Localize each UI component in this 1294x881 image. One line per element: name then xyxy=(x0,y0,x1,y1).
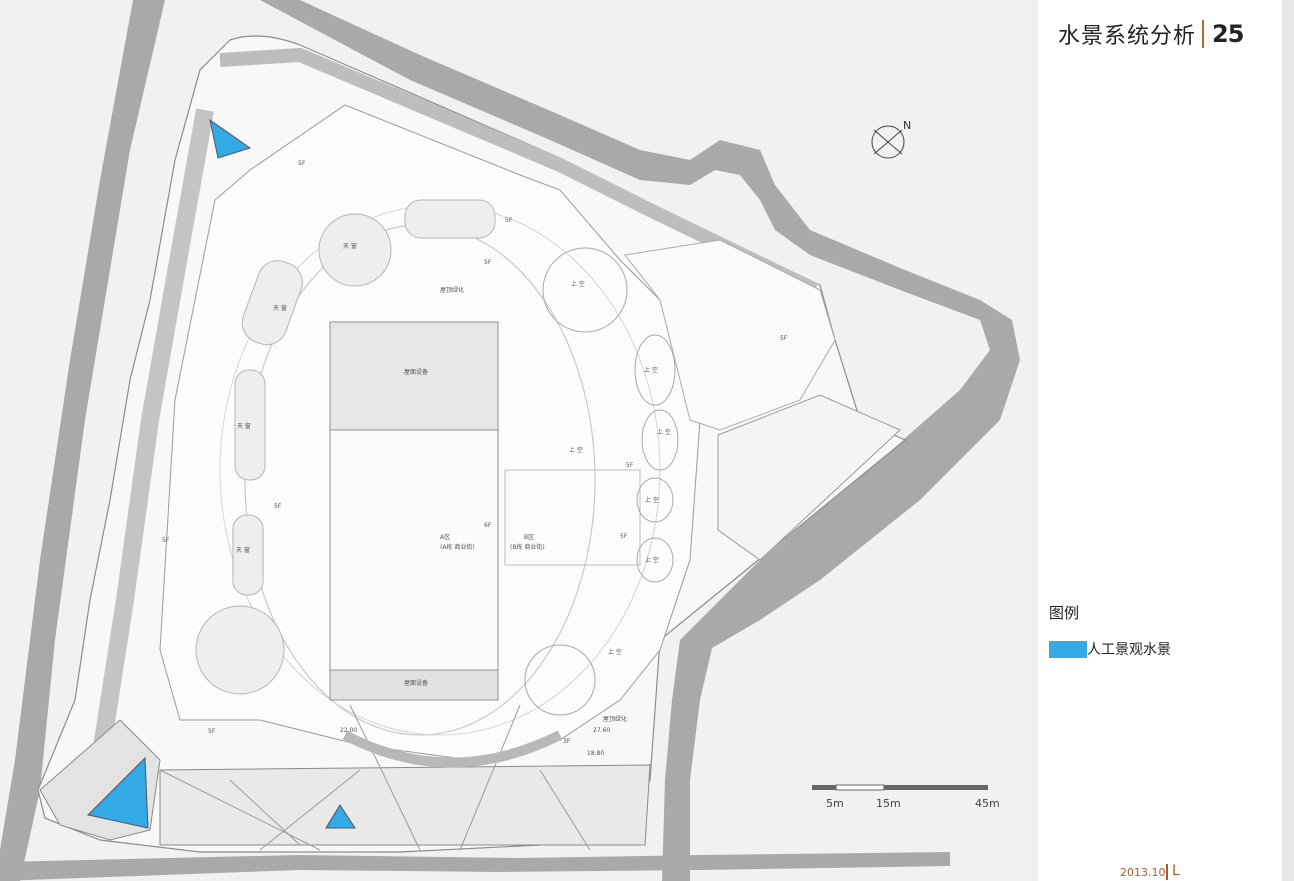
void-6 xyxy=(524,644,596,716)
zone-a-block xyxy=(329,429,499,671)
label-3f: 3F xyxy=(563,738,571,745)
skylight-north-2 xyxy=(404,199,496,239)
label-roof-equip-2: 屋面设备 xyxy=(404,679,428,687)
label-roof-green-1: 屋顶绿化 xyxy=(440,286,464,294)
label-skylight-3: 天 窗 xyxy=(237,422,251,430)
road-network xyxy=(0,0,1020,881)
roof-equipment-south xyxy=(329,669,499,701)
legend-swatch xyxy=(1049,640,1087,658)
south-arc-walk xyxy=(342,730,563,768)
north-arrow-needle-2 xyxy=(873,129,903,155)
label-5f-9: 5F xyxy=(208,728,216,735)
label-void-1: 上 空 xyxy=(571,280,585,288)
void-5 xyxy=(636,537,674,583)
label-zone-b: B区 xyxy=(524,534,534,541)
north-arrow-circle xyxy=(871,125,905,159)
label-zone-a: A区 xyxy=(440,534,450,541)
north-arrow: N xyxy=(871,119,911,159)
scale-label-45m: 45m xyxy=(975,797,1000,810)
label-5f-4: 5F xyxy=(780,335,788,342)
label-skylight-2: 天 窗 xyxy=(273,304,287,312)
building-site xyxy=(37,35,907,853)
label-elev-2: 18.80 xyxy=(587,750,604,757)
footer-date: 2013.10 xyxy=(1120,866,1166,879)
skylight-west-1 xyxy=(234,369,266,481)
label-5f-7: 5F xyxy=(620,533,628,540)
label-zone-a-sub: (A栋 商业街) xyxy=(440,543,475,551)
water-feature-north xyxy=(209,118,252,159)
label-void-4: 上 空 xyxy=(569,446,583,454)
east-terrace xyxy=(717,394,901,561)
roof-equipment-north xyxy=(329,321,499,431)
north-arrow-label: N xyxy=(903,119,911,132)
east-wing xyxy=(624,239,836,431)
label-5f-3: 5F xyxy=(484,259,492,266)
label-elev-1: 27.60 xyxy=(593,727,610,734)
scale-seg-2 xyxy=(835,784,885,791)
title-divider xyxy=(1202,20,1205,48)
scale-seg-1 xyxy=(812,785,836,790)
label-skylight-4: 天 窗 xyxy=(236,546,250,554)
label-void-2: 上 空 xyxy=(644,366,658,374)
page-edge xyxy=(1282,0,1294,881)
void-2 xyxy=(634,334,676,406)
label-elev-3: 22.00 xyxy=(340,727,357,734)
label-5f-2: 5F xyxy=(505,217,513,224)
void-4 xyxy=(636,477,674,523)
void-3 xyxy=(641,409,679,471)
legend-label: 人工景观水景 xyxy=(1087,642,1171,658)
label-roof-equip-1: 屋面设备 xyxy=(404,368,428,376)
footer-logo: L xyxy=(1172,863,1180,879)
label-void-7: 上 空 xyxy=(608,648,622,656)
road-south xyxy=(0,852,950,881)
label-6f: 6F xyxy=(484,522,492,529)
page-header: 水景系统分析 25 xyxy=(1058,18,1244,50)
label-5f-1: 5F xyxy=(298,160,306,167)
road-west xyxy=(0,0,165,881)
legend-title: 图例 xyxy=(1049,604,1080,622)
page-number: 25 xyxy=(1212,20,1244,48)
west-walkway xyxy=(91,108,214,762)
scale-bar: 5m 15m 45m xyxy=(812,784,1000,810)
label-zone-b-sub: (B栋 商业街) xyxy=(510,543,545,551)
info-panel xyxy=(1038,0,1282,881)
footer-divider xyxy=(1166,864,1168,880)
label-5f-5: 5F xyxy=(626,462,634,469)
scale-label-15m: 15m xyxy=(876,797,901,810)
scale-seg-3 xyxy=(884,785,988,790)
page-title: 水景系统分析 xyxy=(1058,24,1197,49)
label-5f-8: 5F xyxy=(162,537,170,544)
legend-item: 人工景观水景 xyxy=(1049,639,1171,659)
water-feature-southwest xyxy=(86,756,149,829)
skylight-west-2 xyxy=(232,514,264,596)
scale-label-5m: 5m xyxy=(826,797,844,810)
void-1 xyxy=(542,247,628,333)
plan-labels: 天 窗 天 窗 天 窗 天 窗 屋顶绿化 屋顶绿化 屋面设备 屋面设备 上 空 … xyxy=(162,160,788,757)
skylight-nw xyxy=(241,260,303,346)
skylight-south xyxy=(195,605,285,695)
south-plaza xyxy=(159,764,651,846)
zone-b-block xyxy=(504,469,641,566)
skylight-north xyxy=(318,213,392,287)
label-roof-green-2: 屋顶绿化 xyxy=(603,715,627,723)
label-skylight-1: 天 窗 xyxy=(343,242,357,250)
label-5f-6: 5F xyxy=(274,503,282,510)
label-void-6: 上 空 xyxy=(645,556,659,564)
water-feature-south xyxy=(325,804,356,829)
perimeter-walkway xyxy=(219,47,819,297)
road-north xyxy=(260,0,1020,881)
south-bridges xyxy=(159,704,591,851)
label-void-5: 上 空 xyxy=(645,496,659,504)
label-void-3: 上 空 xyxy=(657,428,671,436)
water-features xyxy=(86,118,356,829)
